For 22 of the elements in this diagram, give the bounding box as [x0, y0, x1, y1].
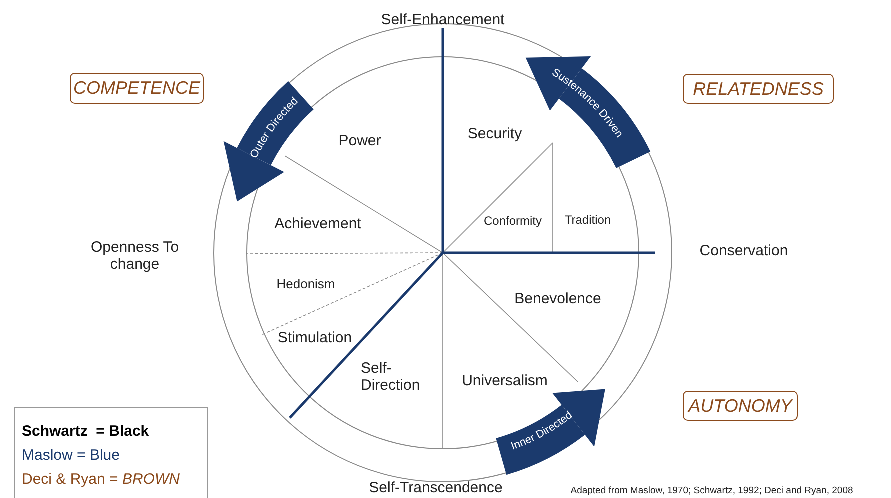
- axis-label: Conservation: [700, 242, 788, 260]
- value-label: Power: [338, 132, 382, 150]
- legend-text: Deci & Ryan = BROWN: [22, 470, 181, 490]
- axis-label: Openness To change: [90, 238, 180, 274]
- axis-label: Self-Enhancement: [381, 11, 505, 29]
- need-label-box: RELATEDNESS: [683, 74, 834, 104]
- need-label-box: COMPETENCE: [70, 73, 204, 104]
- legend-box: [14, 407, 208, 498]
- value-label: Security: [468, 125, 522, 143]
- value-label: Benevolence: [514, 290, 602, 308]
- value-label: Conformity: [484, 215, 542, 229]
- value-label: Achievement: [274, 215, 362, 233]
- value-label: Tradition: [564, 214, 612, 228]
- source-note: Adapted from Maslow, 1970; Schwartz, 1992; Deci and Ryan, 2008: [570, 486, 854, 498]
- need-label-box: AUTONOMY: [683, 391, 798, 421]
- value-label: Hedonism: [276, 278, 336, 292]
- legend-text: Schwartz = Black: [22, 422, 150, 442]
- axis-label: Self-Transcendence: [369, 479, 503, 497]
- value-label: Stimulation: [278, 329, 352, 347]
- legend-text: Maslow = Blue: [22, 446, 121, 466]
- value-label: Universalism: [462, 372, 548, 390]
- value-label: Self- Direction: [361, 360, 422, 394]
